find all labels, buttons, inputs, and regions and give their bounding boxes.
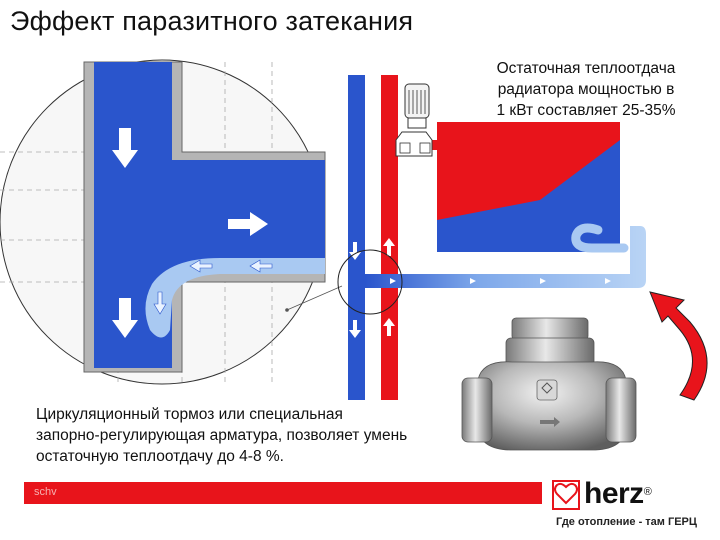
heart-frame-icon xyxy=(552,480,580,510)
arrow-right-icon xyxy=(228,212,268,236)
radiator-outflow xyxy=(571,223,629,253)
parasitic-flow xyxy=(145,258,325,338)
cold-riser xyxy=(348,75,365,400)
arrow-left-icon xyxy=(249,259,273,273)
flow-arrows xyxy=(112,128,268,338)
residual-heat-note: Остаточная теплоотдача радиатора мощност… xyxy=(470,58,702,121)
magnified-view xyxy=(0,59,343,385)
thermostatic-valve-icon xyxy=(395,83,433,157)
heart-icon xyxy=(554,482,578,505)
radiator xyxy=(437,122,629,253)
radiator-hot-zone xyxy=(437,122,620,220)
logo-tagline: Где отопление - там ГЕРЦ xyxy=(556,516,697,528)
caption-line: запорно-регулирующая арматура, позволяет… xyxy=(36,427,408,444)
caption-line: остаточную теплоотдачу до 4-8 %. xyxy=(36,448,284,465)
note-line: Остаточная теплоотдача xyxy=(496,60,676,77)
logo-wordmark: herz® xyxy=(584,477,652,510)
arrow-left-icon xyxy=(189,259,213,273)
arrow-down-icon xyxy=(153,291,167,315)
page-title: Эффект паразитного затекания xyxy=(10,6,414,36)
herz-logo xyxy=(548,478,700,512)
footer-bar: schv xyxy=(24,482,542,504)
note-line: 1 кВт составляет 25-35% xyxy=(496,102,676,119)
caption-text: Циркуляционный тормоз или специальная за… xyxy=(36,404,407,467)
hot-riser xyxy=(381,75,398,400)
footer-label: schv xyxy=(34,486,57,498)
leader-line xyxy=(286,285,343,311)
registered-mark: ® xyxy=(643,486,652,498)
arrow-down-icon xyxy=(112,128,138,168)
arrow-down-icon xyxy=(112,298,138,338)
return-arrows xyxy=(153,259,273,315)
logo-text: herz xyxy=(584,477,644,510)
focus-circle xyxy=(337,249,403,315)
return-pipe xyxy=(365,226,646,288)
circulation-brake-valve-icon xyxy=(461,317,637,451)
pointer-arrow-icon xyxy=(649,291,708,401)
leader-dot xyxy=(285,308,289,312)
caption-line: Циркуляционный тормоз или специальная xyxy=(36,406,343,423)
return-pipe-arrows xyxy=(380,278,611,284)
note-line: радиатора мощностью в xyxy=(497,81,675,98)
